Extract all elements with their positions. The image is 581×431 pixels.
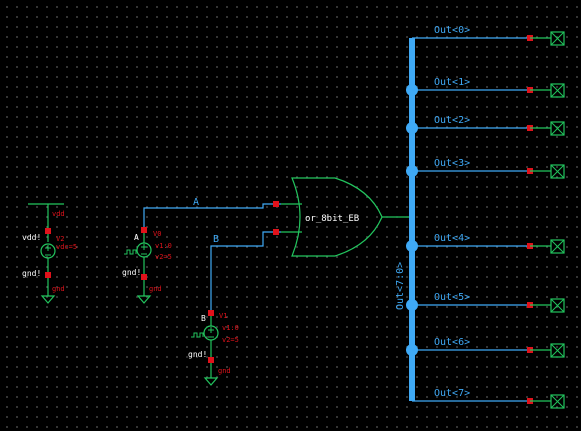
gate-input-b-pin[interactable]: [273, 229, 279, 235]
output-pin-icon: [550, 83, 565, 98]
pulse-source-b[interactable]: B V1 v1:0 v2=5 gnd! gnd: [188, 310, 239, 386]
output-wire-label: Out<4>: [434, 233, 470, 244]
output-pin-icon: [550, 121, 565, 136]
output-tap[interactable]: Out<0>: [412, 25, 565, 46]
output-pin-icon: [550, 298, 565, 313]
vdd-net-label: vdd!: [22, 233, 41, 242]
ground-icon: [136, 295, 152, 304]
pulse-b-gnd-net: gnd!: [188, 350, 207, 359]
pulse-source-icon: [191, 325, 219, 341]
output-pin-icon: [550, 164, 565, 179]
ground-icon: [40, 295, 56, 304]
output-wire-label: Out<3>: [434, 158, 470, 169]
output-wire-label: Out<5>: [434, 292, 470, 303]
vdd-source-name: V2: [56, 235, 64, 243]
output-tap[interactable]: Out<1>: [406, 77, 565, 98]
vdd-source-top-pin[interactable]: [45, 228, 51, 234]
pulse-a-bottom-pin[interactable]: [141, 274, 147, 280]
pulse-b-pin-label: B: [201, 314, 206, 323]
output-wire-label: Out<6>: [434, 337, 470, 348]
or-gate-icon: [291, 177, 383, 257]
output-tap[interactable]: Out<2>: [406, 115, 565, 136]
output-tap[interactable]: Out<5>: [406, 292, 565, 313]
pulse-b-param2: v2=5: [222, 336, 239, 344]
gate-label: or_8bit_EB: [305, 214, 359, 224]
output-wire-label: Out<2>: [434, 115, 470, 126]
output-tap[interactable]: Out<3>: [406, 158, 565, 179]
or-gate-instance[interactable]: or_8bit_EB: [273, 177, 415, 257]
pulse-a-param1: v1:0: [155, 242, 172, 250]
wire-a[interactable]: [143, 203, 281, 227]
output-wire-label: Out<0>: [434, 25, 470, 36]
gate-input-a-pin[interactable]: [273, 201, 279, 207]
output-pin-icon: [550, 239, 565, 254]
output-tap[interactable]: Out<7>: [412, 388, 565, 409]
vdd-pin-text: vdd: [52, 210, 65, 218]
output-pin-icon: [550, 343, 565, 358]
output-wire-label: Out<7>: [434, 388, 470, 399]
output-wire-label: Out<1>: [434, 77, 470, 88]
output-pin-icon: [550, 31, 565, 46]
pulse-b-param1: v1:0: [222, 324, 239, 332]
pulse-a-name: V0: [153, 230, 161, 238]
bus-label: Out<7:0>: [395, 262, 406, 310]
wire-b-label: B: [213, 234, 219, 245]
wire-a-label: A: [193, 197, 199, 208]
output-ports[interactable]: Out<0> Out<1> Out<2> Out<3> Out<4> Out<5> Out<…: [406, 25, 565, 409]
vdd-gnd-pin-text: gnd: [52, 285, 65, 293]
output-tap[interactable]: Out<6>: [406, 337, 565, 358]
pulse-a-gnd-net: gnd!: [122, 268, 141, 277]
vdd-source-param: vdc=5: [56, 243, 77, 251]
pulse-a-gnd-pin-text: gnd: [149, 285, 162, 293]
pulse-source-icon: [124, 242, 152, 258]
vdd-dc-source[interactable]: vdd vdd! V2 vdc=5 gnd! gnd: [22, 203, 77, 304]
dc-source-icon: [40, 243, 56, 259]
vdd-source-gnd-net: gnd!: [22, 269, 41, 278]
pulse-source-a[interactable]: A V0 v1:0 v2=5 gnd! gnd: [122, 227, 172, 304]
pulse-b-gnd-pin-text: gnd: [218, 367, 231, 375]
wire-b[interactable]: [210, 231, 281, 310]
pulse-b-name: V1: [219, 312, 227, 320]
input-wires[interactable]: A B: [143, 197, 281, 310]
pulse-b-bottom-pin[interactable]: [208, 357, 214, 363]
output-bus[interactable]: Out<7:0>: [395, 38, 415, 401]
pulse-a-param2: v2=5: [155, 253, 172, 261]
pulse-a-pin-label: A: [134, 233, 139, 242]
pulse-a-top-pin[interactable]: [141, 227, 147, 233]
vdd-source-bottom-pin[interactable]: [45, 272, 51, 278]
output-pin-icon: [550, 394, 565, 409]
ground-icon: [203, 377, 219, 386]
pulse-b-top-pin[interactable]: [208, 310, 214, 316]
output-tap[interactable]: Out<4>: [406, 233, 565, 254]
